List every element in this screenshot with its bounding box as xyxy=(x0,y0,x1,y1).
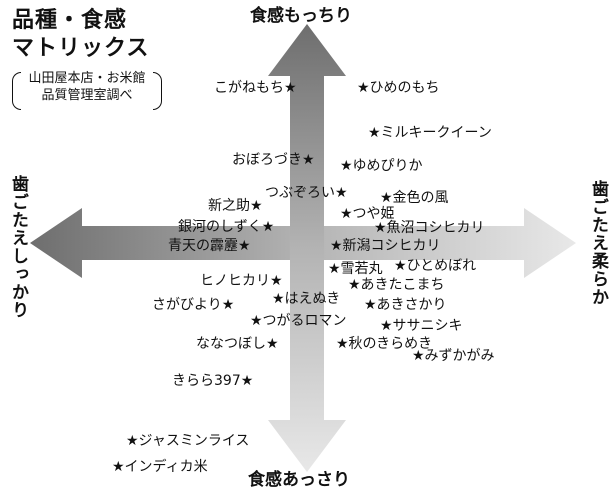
source-note: 山田屋本店・お米館 品質管理室調べ xyxy=(12,70,162,110)
variety-label: きらら397★ xyxy=(172,373,254,389)
title-line-1: 品種・食感 xyxy=(12,8,128,33)
title-line-2: マトリックス xyxy=(12,36,150,61)
variety-label: ★雪若丸 xyxy=(328,261,383,277)
variety-label: 青天の霹靂★ xyxy=(168,238,251,254)
variety-label: ★あきたこまち xyxy=(348,277,445,293)
paren-left xyxy=(12,72,21,110)
variety-label: ★金色の風 xyxy=(380,190,449,206)
source-line-1: 山田屋本店・お米館 xyxy=(28,71,146,86)
variety-label: ななつぼし★ xyxy=(196,336,279,352)
variety-label: ★あきさかり xyxy=(364,297,447,313)
variety-label: ★ひめのもち xyxy=(357,80,440,96)
variety-label: ★新潟コシヒカリ xyxy=(330,238,441,254)
variety-label: ★秋のきらめき xyxy=(336,336,433,352)
variety-label: ★ひとめぼれ xyxy=(394,258,477,274)
variety-label: ヒノヒカリ★ xyxy=(200,273,283,289)
variety-label: 銀河のしずく★ xyxy=(178,219,275,235)
variety-label: ★魚沼コシヒカリ xyxy=(374,220,485,236)
vertical-arrow xyxy=(268,24,346,472)
variety-label: ★ササニシキ xyxy=(380,318,463,334)
source-line-2: 品質管理室調べ xyxy=(41,88,133,103)
variety-label: ★ゆめぴりか xyxy=(340,158,423,174)
variety-label: ★ジャスミンライス xyxy=(126,433,250,449)
axis-label-bottom: 食感あっさり xyxy=(248,470,350,490)
variety-label: さがびより★ xyxy=(152,297,235,313)
variety-label: ★つや姫 xyxy=(340,206,395,222)
axis-label-left: 歯ごたえしっかり xyxy=(8,175,28,319)
axis-label-top: 食感もっちり xyxy=(250,6,352,26)
variety-label: ★ミルキークイーン xyxy=(368,125,492,141)
variety-label: こがねもち★ xyxy=(214,80,297,96)
paren-right xyxy=(153,72,162,110)
axis-label-right: 歯ごたえ柔らか xyxy=(588,180,608,306)
variety-label: つぶぞろい★ xyxy=(265,185,348,201)
variety-label: おぼろづき★ xyxy=(232,152,315,168)
variety-label: ★インディカ米 xyxy=(112,459,208,475)
variety-label: ★はえぬき xyxy=(272,291,341,307)
variety-label: ★みずかがみ xyxy=(412,348,495,364)
variety-label: ★つがるロマン xyxy=(250,313,347,329)
variety-label: 新之助★ xyxy=(208,198,263,214)
